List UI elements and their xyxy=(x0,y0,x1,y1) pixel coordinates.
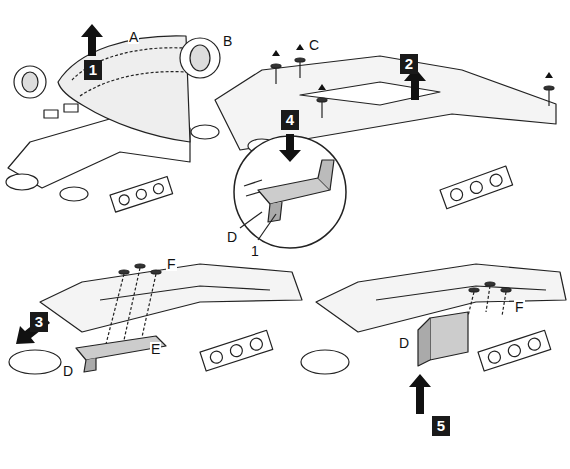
hole-plate xyxy=(478,330,551,371)
step-number: 3 xyxy=(30,312,48,332)
seat xyxy=(58,36,190,142)
turn-signal xyxy=(191,125,219,139)
washer-nut xyxy=(469,282,511,292)
rear-frame xyxy=(40,264,302,332)
step-number: 4 xyxy=(281,110,299,130)
hole-plate xyxy=(110,176,173,212)
part-letter: D xyxy=(398,336,410,350)
movement-arrow xyxy=(16,24,431,414)
callout-number: 1 xyxy=(250,244,260,258)
bracket xyxy=(258,178,330,204)
part-letter: C xyxy=(308,38,320,52)
part-letter: D xyxy=(226,230,238,244)
part-letter: D xyxy=(62,364,74,378)
part-letter: B xyxy=(222,34,233,48)
hole-plate xyxy=(200,330,273,371)
step-number: 5 xyxy=(432,416,450,436)
tail-light xyxy=(301,350,349,374)
step-number: 2 xyxy=(400,54,418,74)
turn-signal xyxy=(60,187,88,201)
part-letter: E xyxy=(150,342,161,356)
tail-knob xyxy=(14,66,46,98)
washer-nut xyxy=(119,264,161,274)
turn-signal xyxy=(6,174,38,190)
part-letter: F xyxy=(514,300,525,314)
step-number: 1 xyxy=(84,60,102,80)
hole-plate xyxy=(440,166,513,209)
bracket xyxy=(430,312,468,360)
bracket xyxy=(76,336,166,360)
tail-light xyxy=(9,350,61,374)
part-letter: F xyxy=(166,257,177,271)
part-letter: A xyxy=(128,30,139,44)
rear-cover xyxy=(215,56,556,150)
tail-knob xyxy=(180,38,220,78)
